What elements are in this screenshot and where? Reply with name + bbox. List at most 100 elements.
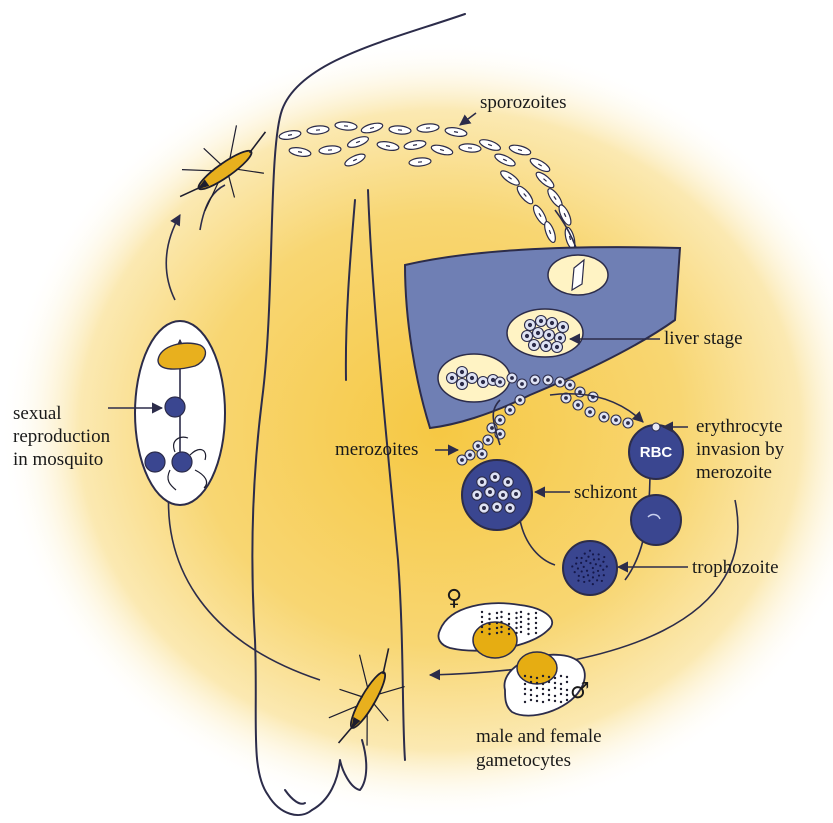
pigment-dot bbox=[554, 687, 556, 689]
schizont-label: schizont bbox=[574, 482, 638, 503]
pigment-dot bbox=[592, 553, 594, 555]
pigment-dot bbox=[566, 689, 568, 691]
merozoite bbox=[492, 502, 502, 512]
pigment-dot bbox=[542, 701, 544, 703]
pigment-dot bbox=[592, 576, 594, 578]
pigment-dot bbox=[536, 700, 538, 702]
merozoite bbox=[505, 405, 515, 415]
pigment-dot bbox=[603, 574, 605, 576]
pigment-dot bbox=[602, 561, 604, 563]
pigment-dot bbox=[536, 682, 538, 684]
pigment-dot bbox=[500, 626, 502, 628]
merozoite bbox=[490, 472, 500, 482]
merozoite bbox=[511, 489, 521, 499]
pigment-dot bbox=[560, 683, 562, 685]
pigment-dot bbox=[515, 632, 517, 634]
merozoite bbox=[517, 379, 527, 389]
pigment-dot bbox=[515, 622, 517, 624]
pigment-dot bbox=[577, 567, 579, 569]
pigment-dot bbox=[584, 552, 586, 554]
pigment-dot bbox=[488, 618, 490, 620]
pigment-dot bbox=[578, 575, 580, 577]
pigment-dot bbox=[560, 693, 562, 695]
merozoite bbox=[558, 322, 569, 333]
merozoite bbox=[611, 415, 621, 425]
pigment-dot bbox=[566, 699, 568, 701]
merozoite bbox=[515, 395, 525, 405]
pigment-dot bbox=[481, 611, 483, 613]
pigment-dot bbox=[566, 694, 568, 696]
pigment-dot bbox=[535, 627, 537, 629]
pigment-dot bbox=[592, 583, 594, 585]
pigment-dot bbox=[515, 627, 517, 629]
pigment-dot bbox=[606, 565, 608, 567]
pigment-dot bbox=[566, 676, 568, 678]
pigment-dot bbox=[542, 693, 544, 695]
merozoite bbox=[503, 477, 513, 487]
mosquito-stage-oval bbox=[135, 321, 225, 505]
liver-stage-label: liver stage bbox=[664, 328, 743, 349]
pigment-dot bbox=[527, 628, 529, 630]
pigment-dot bbox=[560, 701, 562, 703]
male-symbol-icon: ♂ bbox=[570, 679, 590, 704]
merozoite bbox=[472, 490, 482, 500]
pigment-dot bbox=[542, 688, 544, 690]
pigment-dot bbox=[542, 675, 544, 677]
sexual-reproduction-line-2: reproduction bbox=[13, 426, 111, 447]
pigment-dot bbox=[548, 676, 550, 678]
merozoite bbox=[536, 316, 547, 327]
erythrocyte-invasion-line-3: merozoite bbox=[696, 462, 772, 483]
pigment-dot bbox=[554, 682, 556, 684]
pigment-dot bbox=[548, 694, 550, 696]
sexual-reproduction-line-1: sexual bbox=[13, 403, 62, 424]
pigment-dot bbox=[508, 618, 510, 620]
pigment-dot bbox=[520, 616, 522, 618]
pigment-dot bbox=[524, 701, 526, 703]
pigment-dot bbox=[592, 567, 594, 569]
pigment-dot bbox=[583, 576, 585, 578]
pigment-dot bbox=[496, 632, 498, 634]
pigment-dot bbox=[500, 631, 502, 633]
merozoite bbox=[544, 330, 555, 341]
pigment-dot bbox=[481, 631, 483, 633]
pigment-dot bbox=[536, 677, 538, 679]
erythrocyte-invasion-line-2: invasion by bbox=[696, 439, 785, 460]
pigment-dot bbox=[535, 617, 537, 619]
pigment-dot bbox=[585, 560, 587, 562]
merozoite bbox=[478, 377, 489, 388]
pigment-dot bbox=[488, 613, 490, 615]
pigment-dot bbox=[595, 563, 597, 565]
sexual-reproduction-line-3: in mosquito bbox=[13, 449, 103, 470]
pigment-dot bbox=[530, 699, 532, 701]
merozoite bbox=[485, 487, 495, 497]
pigment-dot bbox=[496, 612, 498, 614]
pigment-dot bbox=[603, 556, 605, 558]
pigment-dot bbox=[524, 688, 526, 690]
pigment-dot bbox=[598, 574, 600, 576]
merozoite bbox=[495, 415, 505, 425]
merozoites-label: merozoites bbox=[335, 439, 418, 460]
pigment-dot bbox=[554, 677, 556, 679]
pigment-dot bbox=[548, 689, 550, 691]
merozoite bbox=[599, 412, 609, 422]
pigment-dot bbox=[576, 557, 578, 559]
pigment-dot bbox=[500, 611, 502, 613]
merozoite bbox=[495, 377, 505, 387]
pigment-dot bbox=[587, 556, 589, 558]
pigment-dot bbox=[488, 633, 490, 635]
pigment-dot bbox=[583, 566, 585, 568]
pigment-dot bbox=[508, 628, 510, 630]
merozoite bbox=[483, 435, 493, 445]
pigment-dot bbox=[527, 623, 529, 625]
pigment-dot bbox=[536, 687, 538, 689]
pigment-dot bbox=[481, 626, 483, 628]
pigment-dot bbox=[581, 557, 583, 559]
merozoite bbox=[477, 477, 487, 487]
pigment-dot bbox=[601, 580, 603, 582]
pigment-dot bbox=[481, 621, 483, 623]
trophozoite-cell bbox=[563, 541, 617, 595]
pigment-dot bbox=[574, 571, 576, 573]
pigment-dot bbox=[577, 579, 579, 581]
pigment-dot bbox=[496, 617, 498, 619]
